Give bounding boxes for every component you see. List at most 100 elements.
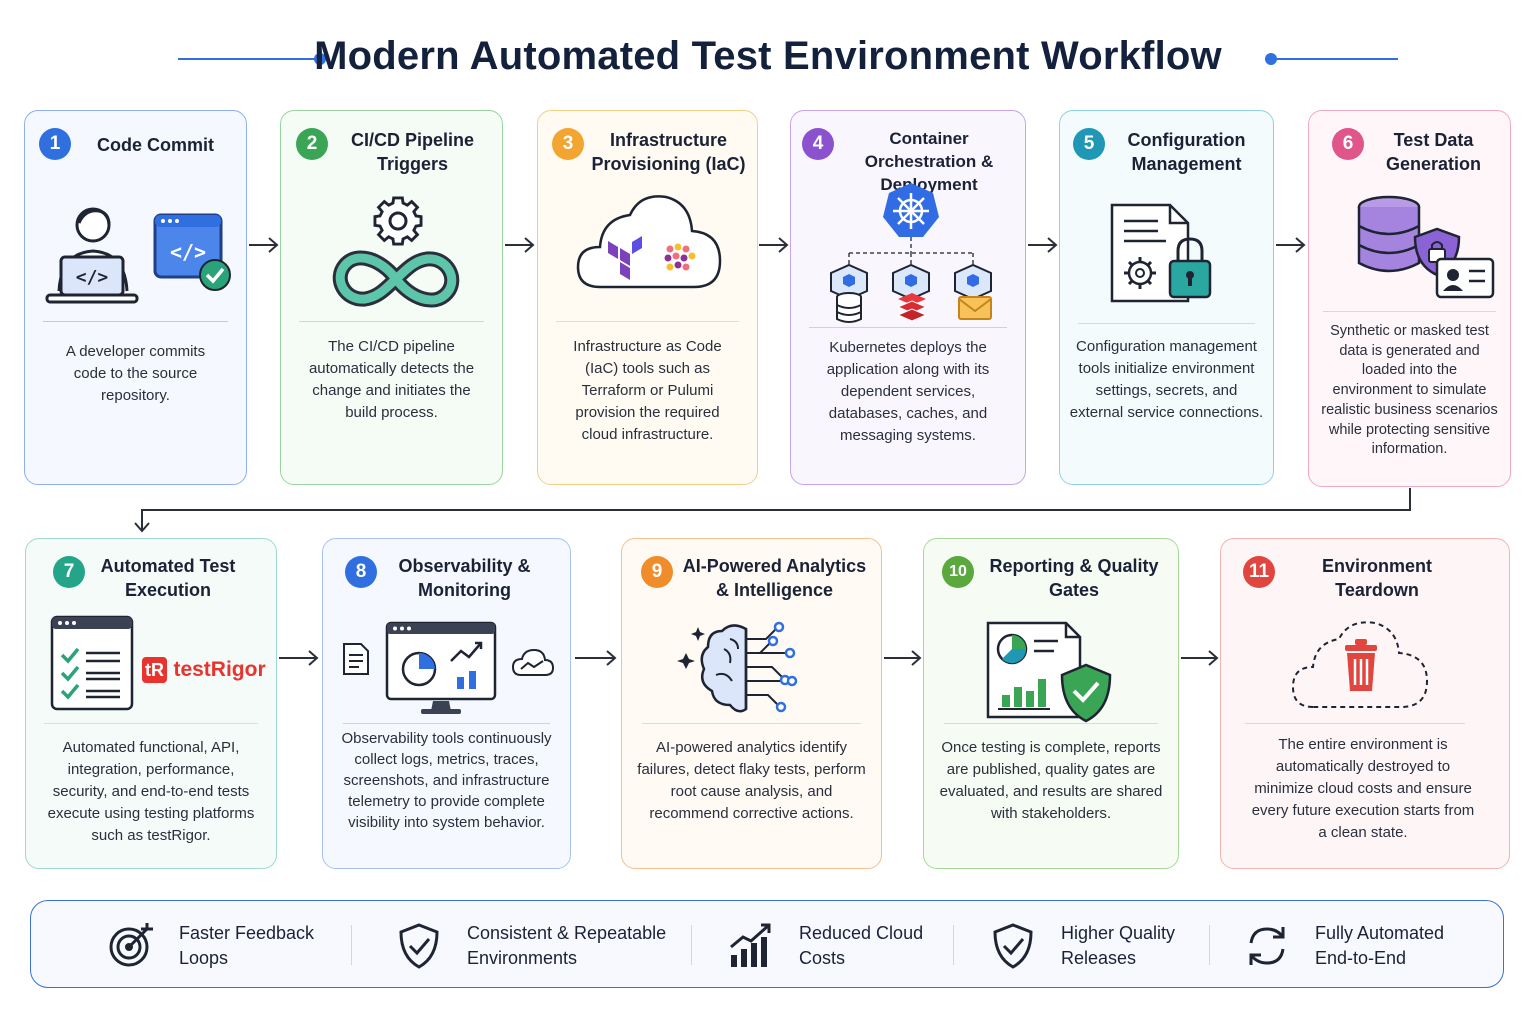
step-badge: 7 (53, 556, 85, 588)
testrigor-logo-mark: tR (142, 657, 167, 683)
benefit-fully-automated: Fully Automated End-to-End (1243, 915, 1483, 975)
step-card-10: 10 Reporting & Quality Gates Once testin… (923, 538, 1179, 869)
step-badge: 2 (296, 128, 328, 160)
step-badge: 10 (942, 556, 974, 588)
flow-arrow (884, 650, 922, 666)
step-badge: 6 (1332, 128, 1364, 160)
step-card-6: 6 Test Data Generation Synthetic or mask… (1308, 110, 1511, 487)
benefit-label: Fully Automated End-to-End (1315, 923, 1445, 968)
benefit-divider (691, 925, 692, 965)
title-decoration-left-line (178, 58, 318, 60)
step-title: Environment Teardown (1321, 556, 1432, 600)
step-card-7: 7 Automated Test Execution tR testRigor … (25, 538, 277, 869)
benefit-divider (351, 925, 352, 965)
log-document-icon (343, 643, 369, 675)
step-description: A developer commits code to the source r… (65, 343, 206, 404)
flow-arrow (759, 237, 789, 253)
benefit-label: Higher Quality Releases (1061, 923, 1176, 968)
step-card-2: 2 CI/CD Pipeline Triggers The CI/CD pipe… (280, 110, 503, 485)
step-badge: 4 (802, 128, 834, 160)
step-separator (1245, 723, 1465, 724)
terraform-logo (608, 236, 642, 280)
benefit-label: Reduced Cloud Costs (799, 923, 924, 968)
step-card-5: 5 Configuration Management Configuration… (1059, 110, 1274, 485)
cache-layers-icon (896, 293, 928, 322)
benefit-higher-quality: Higher Quality Releases (989, 915, 1209, 975)
step-badge: 8 (345, 556, 377, 588)
flow-arrow (279, 650, 319, 666)
flow-arrow (1181, 650, 1219, 666)
step-badge: 9 (641, 556, 673, 588)
step-description: Automated functional, API, integration, … (47, 739, 255, 844)
title-row: Modern Automated Test Environment Workfl… (0, 28, 1536, 88)
testrigor-logo-name: testRigor (173, 658, 266, 681)
cloud-trash-icon (1291, 621, 1429, 708)
step-title: Configuration Management (1127, 130, 1246, 174)
title-decoration-right-dot (1265, 53, 1277, 65)
svg-text:</>: </> (76, 267, 109, 288)
step-title: Automated Test Execution (100, 556, 236, 600)
benefit-reduced-costs: Reduced Cloud Costs (727, 915, 937, 975)
growth-chart-icon (730, 923, 771, 967)
title-decoration-right-line (1272, 58, 1398, 60)
benefit-divider (1209, 925, 1210, 965)
step-card-3: 3 Infrastructure Provisioning (IaC) Infr… (537, 110, 758, 485)
step-card-4: 4 Container Orchestration & Deployment (790, 110, 1026, 485)
flow-arrow (249, 237, 279, 253)
step-separator (43, 321, 228, 322)
step-title: Reporting & Quality Gates (989, 556, 1159, 600)
step-card-9: 9 AI-Powered Analytics & Intelligence AI… (621, 538, 882, 869)
row-connector-arrow (134, 488, 1411, 533)
step-separator (556, 321, 739, 322)
step-title: AI-Powered Analytics & Intelligence (682, 556, 867, 600)
flow-arrow (505, 237, 535, 253)
benefit-faster-feedback: Faster Feedback Loops (107, 915, 347, 975)
database-shield-icon (1357, 195, 1495, 299)
step-title: Code Commit (97, 135, 214, 155)
shield-check-icon (399, 923, 439, 969)
cloud-metrics-icon (511, 648, 555, 676)
target-icon (109, 923, 153, 967)
step-separator (944, 723, 1158, 724)
report-shield-icon (986, 621, 1112, 723)
shield-check-icon (993, 923, 1033, 969)
step-description: The entire environment is automatically … (1251, 736, 1475, 841)
step-description: Synthetic or masked test data is generat… (1321, 323, 1498, 458)
step-separator (343, 723, 550, 724)
step-separator (299, 321, 484, 322)
step-separator (1078, 323, 1255, 324)
benefit-label: Faster Feedback Loops (179, 923, 315, 968)
step-separator (809, 327, 1007, 328)
step-badge: 5 (1073, 128, 1105, 160)
step-card-8: 8 Observability & Monitoring Observabili… (322, 538, 571, 869)
step-badge: 1 (39, 128, 71, 160)
config-lock-icon (1110, 203, 1212, 303)
ai-brain-icon (677, 621, 798, 713)
developer-laptop-icon: </> </> (45, 207, 231, 304)
step-card-11: 11 Environment Teardown The entire envir… (1220, 538, 1510, 869)
step-separator (642, 723, 861, 724)
step-title: Infrastructure Provisioning (IaC) (591, 130, 746, 174)
step-card-1: 1 Code Commit </> </> A developer commit… (24, 110, 247, 485)
step-description: Once testing is complete, reports are pu… (939, 739, 1163, 822)
title-decoration-left-dot (314, 53, 326, 65)
step-description: AI-powered analytics identify failures, … (637, 739, 866, 822)
sync-icon (1249, 927, 1285, 965)
step-description: Kubernetes deploys the application along… (826, 339, 990, 444)
step-title: Observability & Monitoring (398, 556, 531, 600)
step-description: Observability tools continuously collect… (341, 730, 552, 831)
flow-arrow (1276, 237, 1306, 253)
envelope-icon (958, 296, 992, 320)
monitor-dashboard-icon (385, 621, 497, 714)
step-description: Infrastructure as Code (IaC) tools such … (573, 338, 722, 443)
step-separator (1323, 311, 1496, 312)
step-badge: 11 (1243, 556, 1275, 588)
step-description: The CI/CD pipeline automatically detects… (308, 338, 475, 421)
checklist-icon (50, 615, 134, 711)
testrigor-logo: tR testRigor (142, 657, 266, 687)
pulumi-logo (664, 243, 696, 271)
step-separator (44, 723, 258, 724)
benefit-divider (953, 925, 954, 965)
infinity-gear-icon (332, 196, 460, 308)
svg-text:</>: </> (170, 240, 206, 264)
